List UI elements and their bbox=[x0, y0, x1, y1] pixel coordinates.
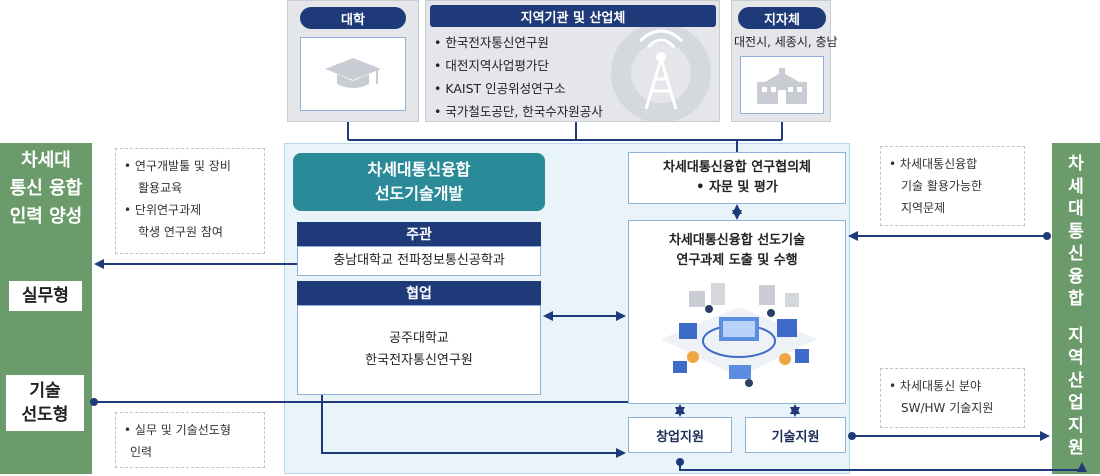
coop-org-name: 공주대학교 bbox=[389, 331, 449, 346]
local-gov-item: 대전시, 세종시, 충남 bbox=[734, 35, 838, 49]
left-title-line: 인력 양성 bbox=[9, 206, 83, 227]
gear-watermark-icon bbox=[611, 23, 711, 121]
note-item: 차세대통신 분야 bbox=[889, 375, 1016, 397]
graduation-cap-icon bbox=[325, 58, 381, 88]
right-title-char: 합 bbox=[1068, 289, 1084, 309]
university-icon-box bbox=[300, 37, 406, 111]
research-council: 차세대통신융합 연구협의체 • 자문 및 평가 bbox=[628, 152, 846, 204]
lead-org-name: 충남대학교 전파정보통신공학과 bbox=[333, 253, 505, 268]
left-title-line: 통신 융합 bbox=[9, 178, 83, 199]
center-title-line: 선도기술개발 bbox=[374, 184, 464, 203]
right-title-char: 역 bbox=[1068, 348, 1084, 368]
note-item: 단위연구과제 bbox=[124, 199, 256, 221]
research-title-line: 차세대통신융합 선도기술 bbox=[668, 233, 806, 248]
list-item: 한국전자통신연구원 bbox=[434, 31, 603, 54]
university-header: 대학 bbox=[300, 7, 406, 29]
coop-org-name: 한국전자통신연구원 bbox=[365, 353, 473, 368]
left-title-line: 차세대 bbox=[21, 150, 71, 171]
local-gov-icon-box bbox=[740, 56, 824, 114]
regional-panel: 지역기관 및 산업체 한국전자통신연구원 대전지역사업평가단 KAIST 인공위… bbox=[425, 0, 720, 122]
note-item: SW/HW 기술지원 bbox=[901, 401, 994, 415]
university-panel: 대학 bbox=[287, 0, 419, 122]
right-note-2: 차세대통신 분야 SW/HW 기술지원 bbox=[880, 368, 1025, 428]
center-title-line: 차세대통신융합 bbox=[367, 160, 471, 179]
leading-tag: 기술 선도형 bbox=[6, 375, 84, 431]
list-item: 대전지역사업평가단 bbox=[434, 54, 603, 77]
right-title-char: 원 bbox=[1068, 438, 1084, 458]
right-note-1: 차세대통신융합 기술 활용가능한 지역문제 bbox=[880, 146, 1025, 226]
right-title-char: 차 bbox=[1068, 154, 1084, 174]
research-title-line: 연구과제 도출 및 수행 bbox=[676, 253, 798, 268]
coop-header: 협업 bbox=[297, 281, 541, 305]
regional-list: 한국전자통신연구원 대전지역사업평가단 KAIST 인공위성연구소 국가철도공단… bbox=[434, 31, 603, 121]
center-title: 차세대통신융합 선도기술개발 bbox=[293, 153, 545, 211]
right-column: 차 세 대 통 신 융 합 지 역 산 업 지 원 bbox=[1052, 143, 1100, 474]
right-title-char: 산 bbox=[1068, 370, 1084, 391]
local-gov-header: 지자체 bbox=[738, 7, 826, 29]
coop-orgs: 공주대학교 한국전자통신연구원 bbox=[297, 305, 541, 395]
right-title-char: 융 bbox=[1068, 266, 1084, 287]
smart-city-illustration bbox=[661, 283, 817, 387]
note-item: 실무 및 기술선도형 bbox=[124, 419, 256, 441]
council-item-text: 자문 및 평가 bbox=[708, 180, 778, 195]
note-item: 지역문제 bbox=[901, 201, 946, 215]
leading-tag-line: 선도형 bbox=[21, 405, 69, 425]
note-item: 차세대통신융합 bbox=[889, 153, 1016, 175]
right-title: 차 세 대 통 신 융 합 지 역 산 업 지 원 bbox=[1052, 153, 1100, 460]
note-item: 학생 연구원 참여 bbox=[138, 225, 223, 239]
left-column: 차세대 통신 융합 인력 양성 실무형 기술 선도형 bbox=[0, 143, 92, 474]
council-title: 차세대통신융합 연구협의체 bbox=[662, 160, 812, 175]
council-item: • 자문 및 평가 bbox=[696, 180, 778, 195]
list-item: KAIST 인공위성연구소 bbox=[434, 77, 603, 100]
right-title-char: 통 bbox=[1068, 221, 1084, 242]
left-note-2: 실무 및 기술선도형 인력 bbox=[115, 412, 265, 468]
note-item: 연구개발툴 및 장비 bbox=[124, 155, 256, 177]
antenna-tower-icon bbox=[638, 29, 684, 110]
lead-header: 주관 bbox=[297, 222, 541, 246]
government-building-icon bbox=[757, 68, 807, 104]
right-title-char: 세 bbox=[1068, 176, 1084, 197]
leading-tag-line: 기술 bbox=[29, 381, 61, 401]
right-title-char: 업 bbox=[1068, 393, 1084, 413]
right-title-char: 지 bbox=[1068, 415, 1084, 436]
note-item: 활용교육 bbox=[138, 181, 183, 195]
note-item: 인력 bbox=[130, 445, 153, 459]
left-note-1: 연구개발툴 및 장비 활용교육 단위연구과제 학생 연구원 참여 bbox=[115, 148, 265, 254]
regional-header: 지역기관 및 산업체 bbox=[430, 5, 716, 27]
practical-tag: 실무형 bbox=[9, 281, 82, 311]
connector-dot bbox=[1043, 232, 1051, 240]
tech-support: 기술지원 bbox=[745, 417, 846, 453]
note-item: 기술 활용가능한 bbox=[901, 179, 983, 193]
right-title-char: 지 bbox=[1068, 325, 1084, 346]
local-gov-panel: 지자체 대전시, 세종시, 충남 bbox=[731, 0, 838, 122]
left-title: 차세대 통신 융합 인력 양성 bbox=[0, 147, 92, 231]
right-title-char: 신 bbox=[1068, 244, 1084, 264]
research-box: 차세대통신융합 선도기술 연구과제 도출 및 수행 bbox=[628, 220, 846, 404]
right-title-char: 대 bbox=[1068, 199, 1084, 219]
lead-org: 충남대학교 전파정보통신공학과 bbox=[297, 246, 541, 276]
startup-support: 창업지원 bbox=[628, 417, 732, 453]
list-item: 국가철도공단, 한국수자원공사 bbox=[434, 100, 602, 121]
